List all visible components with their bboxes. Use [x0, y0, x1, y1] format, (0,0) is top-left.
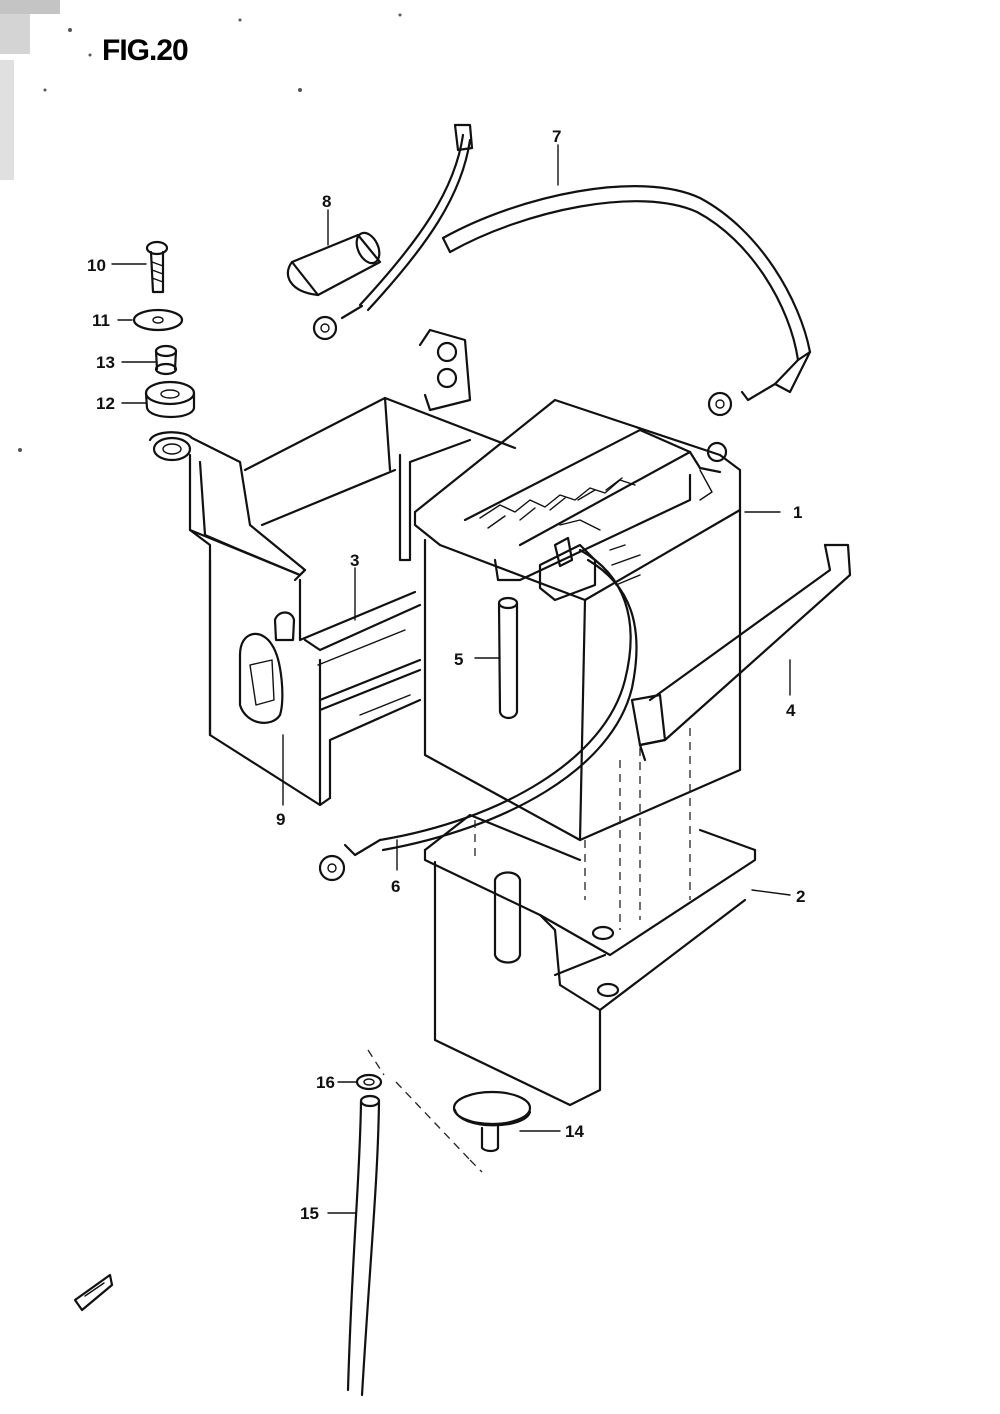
callout-10: 10	[87, 256, 106, 275]
callout-15: 15	[300, 1204, 319, 1223]
callout-7: 7	[552, 127, 561, 146]
callout-8: 8	[322, 192, 331, 211]
callout-14: 14	[565, 1122, 584, 1141]
alignment-lines	[367, 1049, 483, 1173]
scan-noise	[0, 0, 402, 452]
part-6-negative-cable	[318, 548, 638, 882]
callout-labels: 1 2 3 4 5 6 7 8 9 10 11 13 12 14 15 16	[87, 127, 805, 1223]
callout-16: 16	[316, 1073, 335, 1092]
part-15-drain-hose	[346, 1094, 381, 1397]
part-5-breather-tube	[497, 596, 519, 720]
part-7-battery-cable	[312, 123, 812, 417]
callout-2: 2	[796, 887, 805, 906]
part-4-strap	[630, 543, 852, 762]
front-arrow-icon	[73, 1273, 114, 1312]
callout-1: 1	[793, 503, 802, 522]
callout-5: 5	[454, 650, 463, 669]
leader-lines	[111, 144, 791, 1214]
part-14-drain-plug	[452, 1090, 532, 1153]
part-10-bolt	[145, 240, 169, 294]
callout-6: 6	[391, 877, 400, 896]
part-11-washer	[132, 308, 184, 332]
callout-4: 4	[786, 701, 796, 720]
callout-13: 13	[96, 353, 115, 372]
callout-9: 9	[276, 810, 285, 829]
callout-11: 11	[92, 311, 110, 330]
callout-12: 12	[96, 394, 115, 413]
part-2-battery-case	[423, 813, 757, 1107]
part-9-battery-holder	[148, 328, 517, 807]
figure-title: FIG.20	[102, 34, 188, 67]
part-12-grommet	[144, 380, 196, 418]
part-16-clip	[355, 1073, 383, 1091]
part-1-battery	[413, 398, 742, 930]
callout-3: 3	[350, 551, 359, 570]
part-8-terminal-cover	[286, 231, 382, 297]
part-13-spacer	[154, 344, 178, 376]
